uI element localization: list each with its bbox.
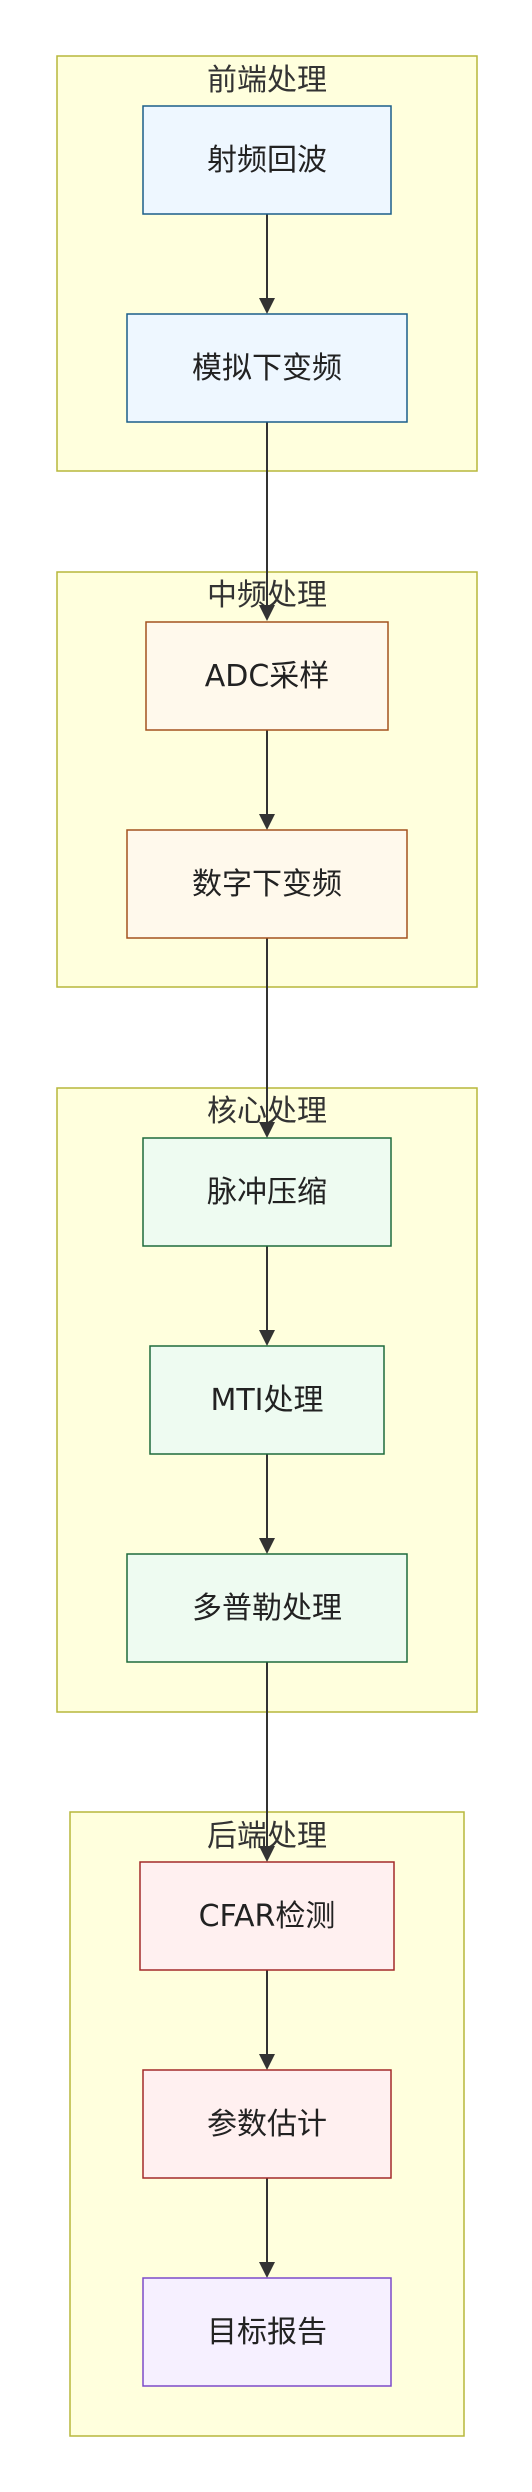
node-adc-sampling: ADC采样 bbox=[145, 621, 389, 731]
edge-mti-to-doppler bbox=[259, 1454, 275, 1554]
edge-param-to-report bbox=[259, 2178, 275, 2278]
node-label: MTI处理 bbox=[210, 1383, 323, 1418]
edge-doppler-to-cfar bbox=[259, 1662, 275, 1862]
node-doppler-processing: 多普勒处理 bbox=[126, 1553, 408, 1663]
node-rf-echo: 射频回波 bbox=[142, 105, 392, 215]
node-mti-processing: MTI处理 bbox=[149, 1345, 385, 1455]
node-label: 数字下变频 bbox=[192, 867, 342, 902]
node-label: 目标报告 bbox=[207, 2315, 327, 2350]
node-pulse-compression: 脉冲压缩 bbox=[142, 1137, 392, 1247]
node-digital-downconvert: 数字下变频 bbox=[126, 829, 408, 939]
edge-cfar-to-param bbox=[259, 1970, 275, 2070]
node-label: 多普勒处理 bbox=[192, 1591, 342, 1626]
edge-analog-to-adc bbox=[259, 422, 275, 621]
node-label: 模拟下变频 bbox=[192, 351, 342, 386]
cluster-title: 前端处理 bbox=[207, 63, 327, 98]
node-label: 参数估计 bbox=[207, 2107, 327, 2142]
node-label: CFAR检测 bbox=[199, 1899, 336, 1934]
node-target-report: 目标报告 bbox=[142, 2277, 392, 2387]
edge-adc-to-digital bbox=[259, 730, 275, 830]
edge-pulse-to-mti bbox=[259, 1246, 275, 1346]
edge-digital-to-pulse bbox=[259, 938, 275, 1138]
node-cfar-detection: CFAR检测 bbox=[139, 1861, 395, 1971]
node-analog-downconvert: 模拟下变频 bbox=[126, 313, 408, 423]
node-parameter-estimation: 参数估计 bbox=[142, 2069, 392, 2179]
node-label: 射频回波 bbox=[207, 143, 327, 178]
node-label: ADC采样 bbox=[205, 659, 330, 694]
node-label: 脉冲压缩 bbox=[207, 1175, 327, 1210]
